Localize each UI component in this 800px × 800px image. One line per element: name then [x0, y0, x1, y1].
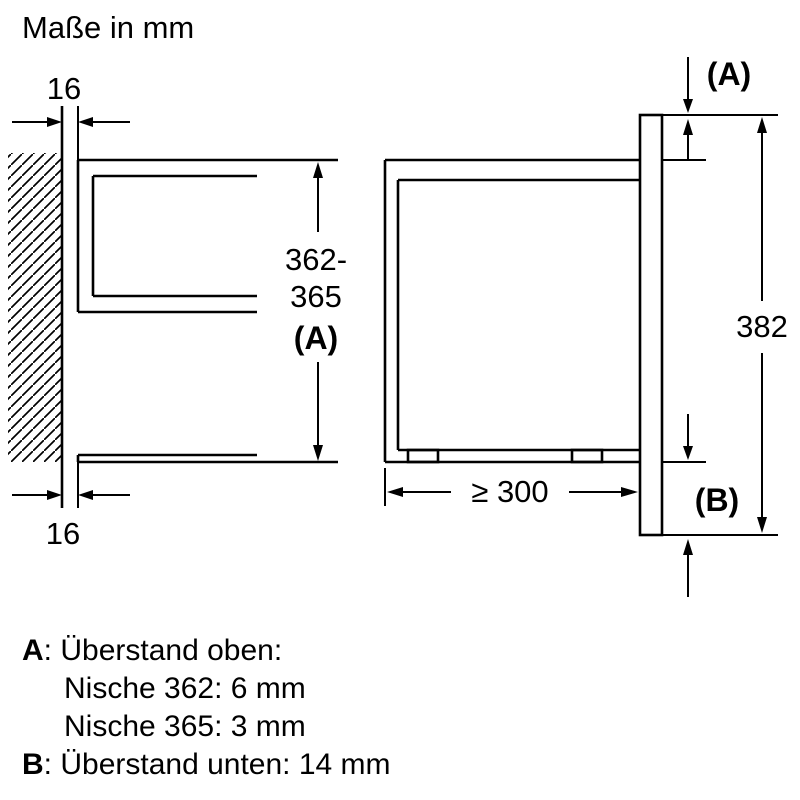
legend-text-a: : Überstand oben: [43, 634, 283, 667]
left-view-niche-section [8, 106, 338, 508]
legend-key-b: B [22, 748, 44, 781]
front-height-label: 382 [736, 309, 788, 344]
legend-line-b: B: Überstand unten: 14 mm [22, 746, 391, 784]
arrow-up-icon [683, 539, 693, 555]
wall-hatch [8, 153, 62, 462]
overhang-bottom-label: (B) [695, 482, 739, 518]
dimension-front-height: 382 [736, 117, 788, 533]
arrow-right-icon [47, 117, 62, 127]
appliance-foot-right [570, 448, 604, 464]
arrow-up-icon [683, 119, 693, 135]
arrow-up-icon [313, 162, 323, 178]
page-title: Maße in mm [22, 10, 195, 45]
right-view-appliance-section [383, 113, 664, 537]
arrow-right-icon [47, 490, 62, 500]
dimension-wall-gap-top: 16 [12, 71, 130, 127]
overhang-top-label: (A) [707, 56, 751, 92]
arrow-right-icon [621, 487, 638, 497]
extension-lines-right [662, 114, 778, 536]
arrow-left-icon [78, 490, 93, 500]
dimension-drawing: 16 16 362- 365 (A) [8, 56, 788, 597]
depth-min-label: ≥ 300 [471, 474, 548, 509]
dimension-overhang-top: (A) [683, 56, 751, 160]
legend-key-a: A [22, 634, 44, 667]
dimension-depth: ≥ 300 [384, 468, 638, 509]
wall-gap-top-label: 16 [47, 71, 81, 106]
niche-height-ref-label: (A) [294, 320, 338, 356]
dimension-wall-gap-bottom: 16 [12, 490, 130, 551]
arrow-down-icon [313, 445, 323, 461]
dimension-overhang-bottom: (B) [683, 414, 739, 597]
legend-text-b: : Überstand unten: 14 mm [43, 748, 391, 781]
front-panel [638, 113, 664, 537]
niche-height-label-1: 362- [285, 242, 347, 277]
legend: A: Überstand oben: Nische 362: 6 mm Nisc… [22, 632, 391, 784]
arrow-down-icon [683, 446, 693, 460]
arrow-down-icon [683, 99, 693, 113]
legend-line-a-detail-2: Nische 365: 3 mm [64, 710, 306, 743]
dimension-niche-height: 362- 365 (A) [285, 162, 347, 461]
arrow-down-icon [757, 517, 767, 533]
wall-gap-bottom-label: 16 [46, 516, 80, 551]
arrow-left-icon [387, 487, 403, 497]
niche-height-label-2: 365 [290, 279, 342, 314]
legend-line-a-detail-1: Nische 362: 6 mm [64, 672, 306, 705]
arrow-left-icon [78, 117, 93, 127]
appliance-foot-left [406, 448, 440, 464]
arrow-up-icon [757, 117, 767, 133]
legend-line-a: A: Überstand oben: [22, 632, 391, 670]
